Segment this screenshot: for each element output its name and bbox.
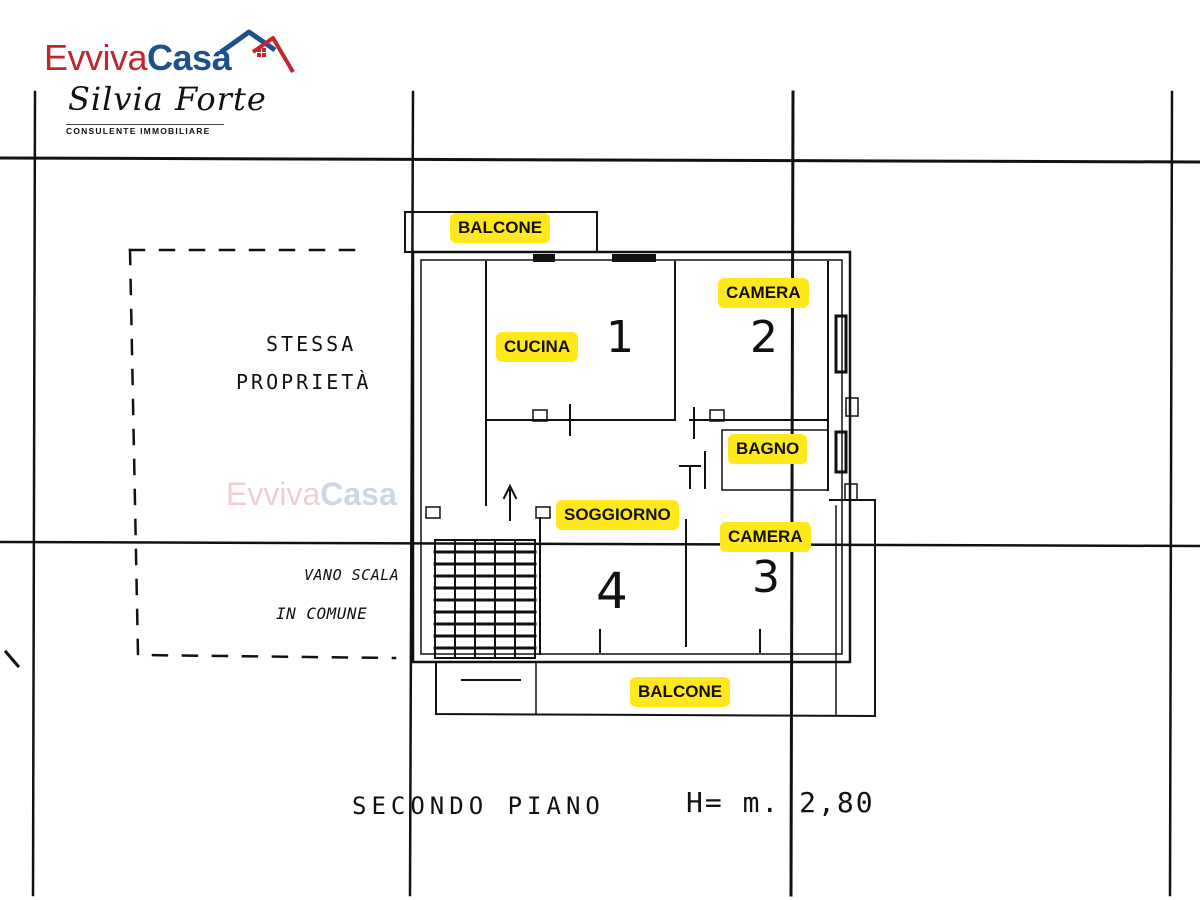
room-label-cucina: CUCINA [496, 332, 579, 362]
room-label-balcone-bottom: BALCONE [630, 677, 731, 707]
vano-scala-text: VANO SCALA [304, 566, 400, 584]
proprieta-text: PROPRIETÀ [236, 370, 372, 394]
room-number-2: 2 [750, 312, 781, 363]
grid-line [31, 90, 37, 897]
grid-line [408, 90, 415, 897]
column [845, 397, 859, 417]
stessa-text: STESSA [266, 332, 357, 356]
grid-line [1168, 90, 1174, 897]
in-comune-text: IN COMUNE [276, 604, 368, 623]
room-label-soggiorno: SOGGIORNO [556, 500, 679, 530]
bathroom-outline [721, 429, 829, 491]
height-caption: H= m. 2,80 [686, 786, 875, 819]
room-number-1: 1 [606, 312, 637, 363]
column [709, 409, 725, 422]
grid-line [0, 540, 1200, 548]
column [535, 506, 551, 519]
grid-line [0, 156, 1200, 164]
grid-line [789, 90, 795, 897]
brand-wordmark: EvvivaCasa [44, 37, 232, 78]
brand-logo: EvvivaCasa Silvia Forte CONSULENTE IMMOB… [40, 28, 310, 138]
signature: Silvia Forte [68, 80, 267, 118]
watermark: EvvivaCasa [226, 476, 397, 512]
house-roof-icon [219, 29, 295, 74]
logo-divider [66, 124, 224, 125]
room-number-3: 3 [752, 552, 783, 603]
dashed-outline [128, 248, 397, 660]
room-label-balcone-top: BALCONE [450, 213, 551, 243]
bottom-balcony-outline [435, 499, 876, 718]
floor-caption: SECONDO PIANO [352, 792, 605, 820]
logo-subtitle: CONSULENTE IMMOBILIARE [66, 126, 211, 136]
room-label-bagno: BAGNO [728, 434, 808, 464]
window [834, 430, 848, 474]
window [834, 314, 848, 374]
outer-wall [411, 250, 852, 664]
door-arrow [502, 483, 518, 500]
scan-mark [3, 649, 21, 669]
room-label-camera-3: CAMERA [720, 522, 811, 552]
column [532, 409, 548, 422]
room-number-4: 4 [596, 562, 631, 620]
room-label-camera-2: CAMERA [718, 278, 809, 308]
window [612, 254, 656, 262]
column [425, 506, 441, 519]
window [533, 254, 555, 262]
